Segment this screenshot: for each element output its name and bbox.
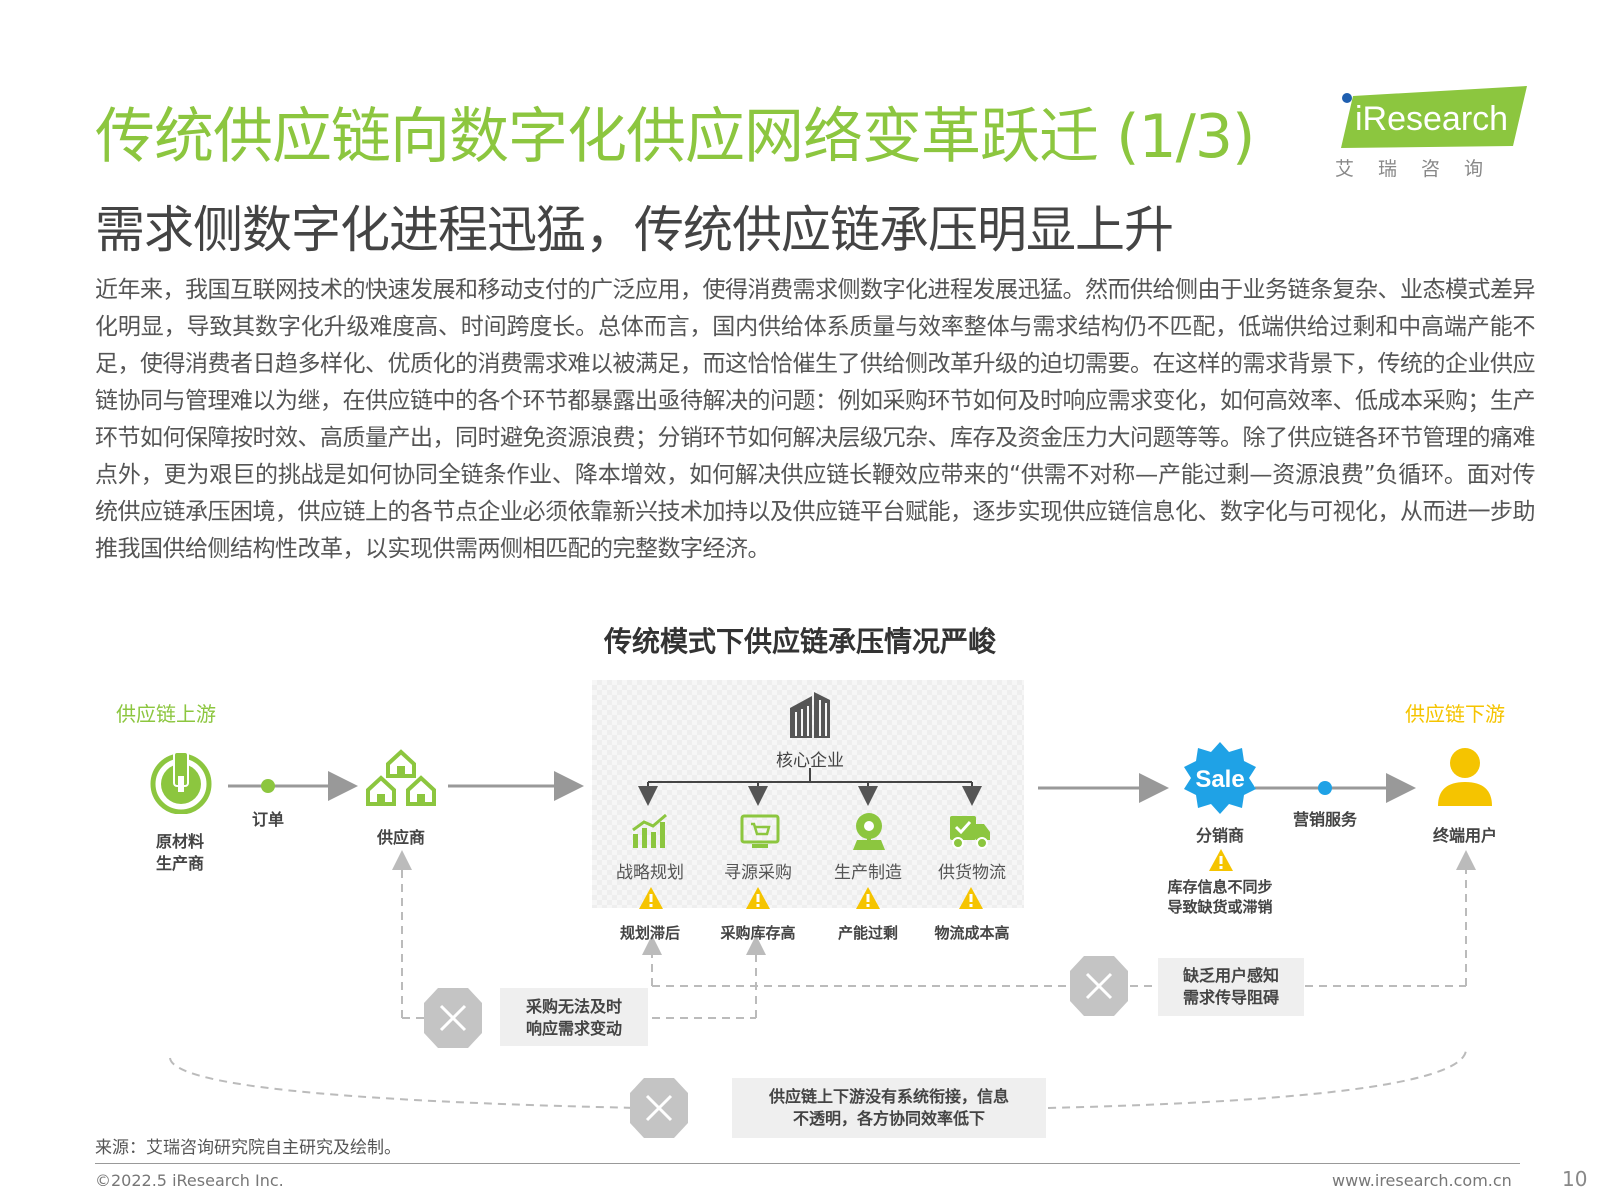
body-paragraph: 近年来，我国互联网技术的快速发展和移动支付的广泛应用，使得消费需求侧数字化进程发… xyxy=(95,277,1536,562)
chart-icon xyxy=(630,812,670,854)
supplier-label: 供应商 xyxy=(376,828,425,847)
step-label-sourcing: 寻源采购 xyxy=(724,863,792,883)
website-link[interactable]: www.iresearch.com.cn xyxy=(1332,1171,1512,1190)
warning-icon-logistics xyxy=(958,886,984,914)
distributor-warning-2: 导致缺货或滞销 xyxy=(1167,898,1273,916)
user-icon xyxy=(1436,746,1494,812)
diagram-title: 传统模式下供应链承压情况严峻 xyxy=(603,625,996,658)
warning-label-planning: 规划滞后 xyxy=(619,924,680,942)
warning-label-manufacturing: 产能过剩 xyxy=(837,924,898,942)
source-note: 来源：艾瑞咨询研究院自主研究及绘制。 xyxy=(95,1138,401,1158)
issue-procurement-line1: 采购无法及时 xyxy=(525,997,622,1016)
core-enterprise-label: 核心企业 xyxy=(776,751,844,771)
warning-icon-sourcing xyxy=(745,886,771,914)
raw-material-label-2: 生产商 xyxy=(155,854,204,873)
upstream-label: 供应链上游 xyxy=(116,702,216,726)
end-user-label: 终端用户 xyxy=(1432,826,1497,845)
truck-icon xyxy=(948,812,992,854)
step-label-planning: 战略规划 xyxy=(616,863,684,883)
warning-label-logistics: 物流成本高 xyxy=(934,924,1010,942)
bottom-curve-left xyxy=(169,1057,641,1109)
issue-procurement-line2: 响应需求变动 xyxy=(525,1019,622,1038)
warning-label-sourcing: 采购库存高 xyxy=(720,924,796,942)
copyright: ©2022.5 iResearch Inc. xyxy=(95,1171,284,1190)
step-label-logistics: 供货物流 xyxy=(938,863,1006,883)
page-subtitle: 需求侧数字化进程迅猛，传统供应链承压明显上升 xyxy=(95,201,1174,259)
blocked-icon-procurement xyxy=(424,988,482,1048)
logo-subtitle: 艾瑞咨询 xyxy=(1335,158,1508,180)
page-title: 传统供应链向数字化供应网络变革跃迁 (1/3) xyxy=(95,102,1255,172)
step-label-manufacturing: 生产制造 xyxy=(834,863,902,883)
issue-chain-line2: 不透明，各方协同效率低下 xyxy=(792,1109,985,1128)
iresearch-logo: iResearch xyxy=(1335,86,1530,152)
issue-demand-box: 缺乏用户感知 需求传导阻碍 xyxy=(1158,958,1304,1016)
marketing-dot xyxy=(1318,781,1332,795)
page-number: 10 xyxy=(1562,1167,1588,1191)
sale-badge-icon: Sale xyxy=(1182,740,1258,820)
logo-text: iResearch xyxy=(1355,100,1508,138)
issue-procurement-box: 采购无法及时 响应需求变动 xyxy=(500,988,648,1046)
marketing-label: 营销服务 xyxy=(1292,810,1357,829)
warning-icon-planning xyxy=(638,886,664,914)
cart-icon xyxy=(740,814,780,854)
issue-chain-box: 供应链上下游没有系统衔接，信息 不透明，各方协同效率低下 xyxy=(732,1078,1046,1138)
sale-text: Sale xyxy=(1195,766,1244,793)
order-dot xyxy=(261,779,275,793)
bottom-curve-right xyxy=(1047,1049,1467,1109)
blocked-icon-chain xyxy=(630,1078,688,1138)
issue-chain-line1: 供应链上下游没有系统衔接，信息 xyxy=(768,1087,1009,1106)
blocked-icon-demand xyxy=(1070,956,1128,1016)
distributor-warning-1: 库存信息不同步 xyxy=(1167,878,1273,896)
downstream-label: 供应链下游 xyxy=(1405,702,1505,726)
supplier-houses-icon xyxy=(366,746,436,812)
building-icon xyxy=(786,690,834,744)
issue-demand-line1: 缺乏用户感知 xyxy=(1182,966,1279,985)
warning-icon-distributor xyxy=(1208,848,1234,876)
order-label: 订单 xyxy=(251,810,284,829)
raw-material-label-1: 原材料 xyxy=(155,832,204,851)
issue-demand-line2: 需求传导阻碍 xyxy=(1182,988,1279,1007)
footer-divider xyxy=(95,1163,1520,1164)
warning-icon-manufacturing xyxy=(855,886,881,914)
factory-icon xyxy=(848,810,890,856)
distributor-label: 分销商 xyxy=(1195,826,1244,845)
raw-material-icon xyxy=(148,748,214,818)
